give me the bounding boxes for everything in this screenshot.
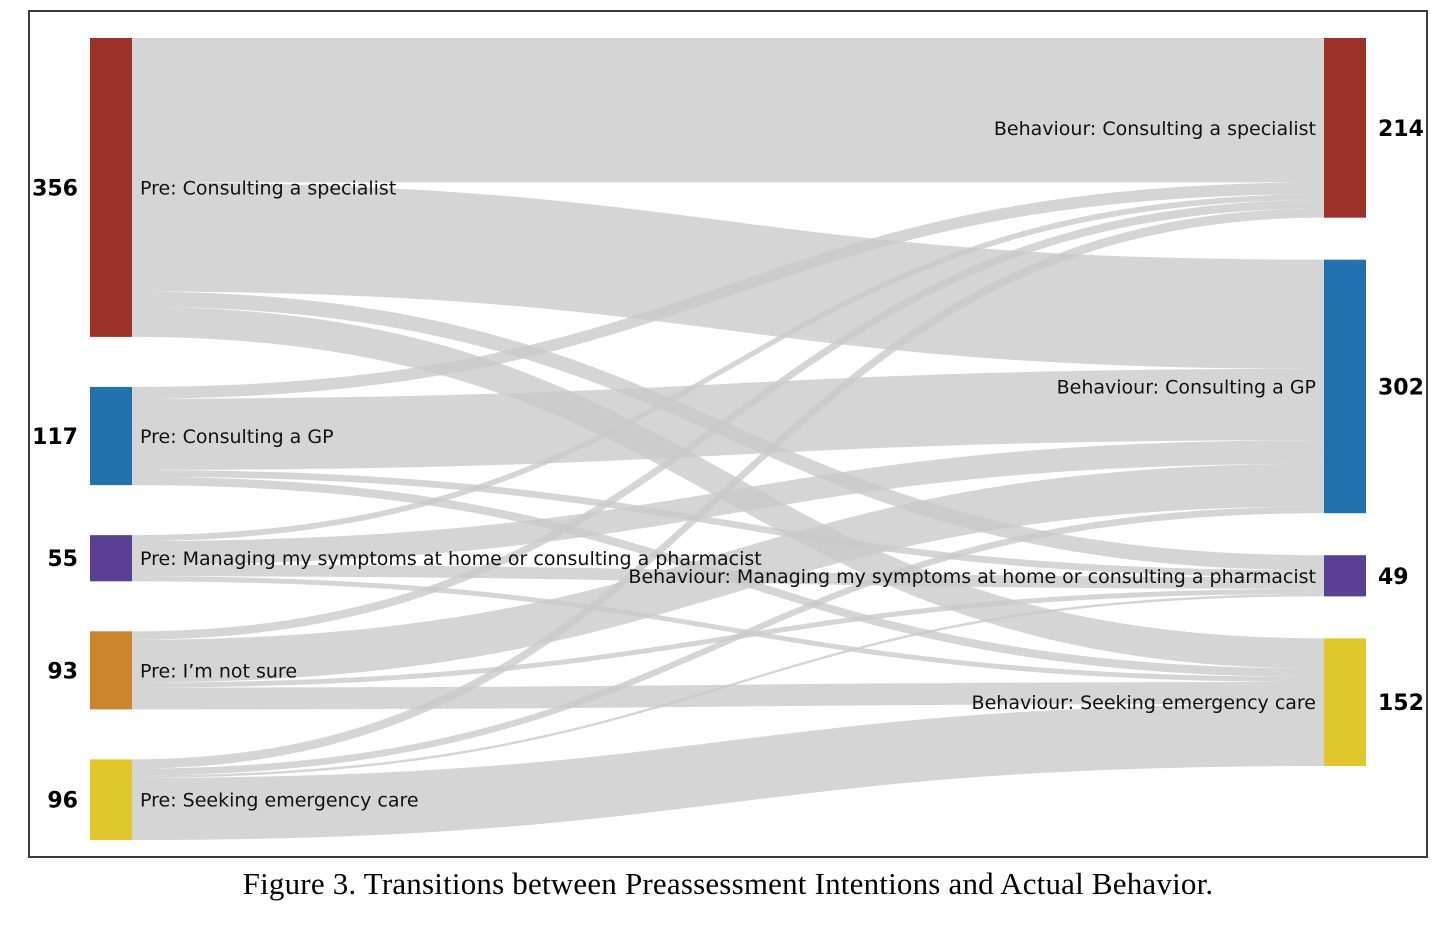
sankey-link — [132, 38, 1324, 183]
sankey-link — [132, 463, 1324, 683]
sankey-links — [132, 38, 1324, 840]
sankey-node-label: Pre: Consulting a specialist — [140, 177, 396, 199]
sankey-node-value: 49 — [1378, 565, 1409, 590]
sankey-node-label: Pre: I’m not sure — [140, 660, 297, 682]
sankey-node-beh-emergency[interactable] — [1324, 638, 1366, 766]
sankey-nodes — [90, 38, 1366, 840]
sankey-link — [132, 208, 1324, 769]
sankey-node-pre-emergency[interactable] — [90, 759, 132, 840]
sankey-node-pre-gp[interactable] — [90, 386, 132, 486]
sankey-node-value: 93 — [47, 659, 78, 684]
sankey-link — [132, 593, 1324, 778]
sankey-node-value: 214 — [1378, 117, 1424, 142]
sankey-node-pre-specialist[interactable] — [90, 38, 132, 337]
sankey-node-value: 356 — [32, 176, 78, 201]
sankey-link — [132, 182, 1324, 399]
sankey-node-label: Pre: Seeking emergency care — [140, 790, 419, 812]
sankey-node-label: Behaviour: Seeking emergency care — [972, 692, 1316, 714]
sankey-link — [132, 440, 1324, 565]
sankey-node-beh-specialist[interactable] — [1324, 38, 1366, 218]
sankey-node-label: Behaviour: Managing my symptoms at home … — [628, 566, 1316, 588]
sankey-node-beh-home[interactable] — [1324, 555, 1366, 597]
sankey-link — [132, 703, 1324, 840]
sankey-labels: 356 Pre: Consulting a specialist 117 Pre: C… — [32, 117, 1424, 814]
sankey-node-value: 96 — [47, 789, 78, 814]
sankey-node-label: Behaviour: Consulting a GP — [1057, 376, 1316, 398]
sankey-node-pre-home[interactable] — [90, 535, 132, 582]
sankey-link — [132, 182, 1324, 369]
sankey-node-value: 55 — [47, 547, 78, 572]
sankey-node-value: 302 — [1378, 375, 1424, 400]
sankey-diagram: 356 Pre: Consulting a specialist 117 Pre: C… — [32, 38, 1424, 840]
sankey-link — [132, 470, 1324, 578]
sankey-link — [132, 576, 1324, 683]
figure-frame: 356 Pre: Consulting a specialist 117 Pre: C… — [28, 10, 1428, 858]
sankey-node-pre-unsure[interactable] — [90, 631, 132, 710]
sankey-node-label: Pre: Consulting a GP — [140, 426, 334, 448]
sankey-link — [132, 200, 1324, 640]
sankey-node-label: Pre: Managing my symptoms at home or con… — [140, 548, 762, 570]
sankey-node-label: Behaviour: Consulting a specialist — [994, 118, 1316, 140]
sankey-link — [132, 194, 1324, 542]
sankey-node-value: 152 — [1378, 691, 1424, 716]
figure-caption: Figure 3. Transitions between Preassessm… — [242, 866, 1214, 901]
sankey-node-value: 117 — [32, 425, 78, 450]
sankey-node-beh-gp[interactable] — [1324, 259, 1366, 514]
sankey-link — [132, 506, 1324, 776]
